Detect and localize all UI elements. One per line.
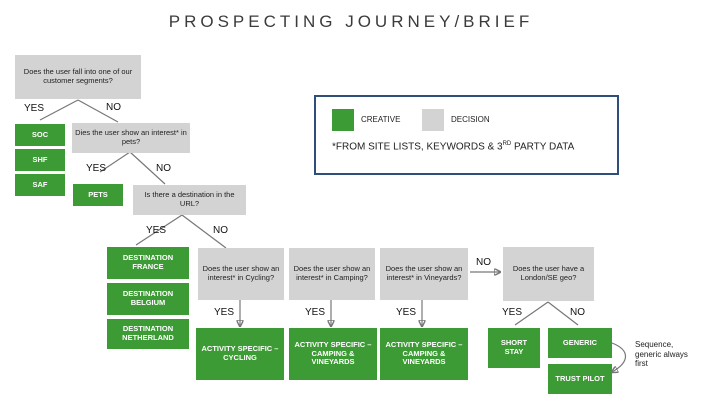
legend-note: *FROM SITE LISTS, KEYWORDS & 3RD PARTY D…: [332, 141, 575, 153]
legend-decision-swatch: [422, 109, 444, 131]
creative-activity-vineyards: ACTIVITY SPECIFIC – CAMPING & VINEYARDS: [380, 328, 468, 380]
label-yes-pets: YES: [86, 163, 107, 174]
connector-london-yes: [514, 301, 549, 326]
label-yes-segments: YES: [24, 103, 45, 114]
creative-shf: SHF: [15, 149, 65, 171]
legend-creative-swatch: [332, 109, 354, 131]
label-yes-camping: YES: [305, 307, 326, 318]
label-no-vineyards: NO: [476, 257, 491, 268]
decision-london: Does the user have a London/SE geo?: [503, 247, 594, 301]
creative-activity-cycling: ACTIVITY SPECIFIC – CYCLING: [196, 328, 284, 380]
creative-destination-belgium: DESTINATION BELGIUM: [107, 283, 189, 315]
connector-sequence: [612, 342, 627, 372]
label-no-segments: NO: [106, 102, 121, 113]
creative-short-stay: SHORT STAY: [488, 328, 540, 368]
legend: CREATIVE DECISION *FROM SITE LISTS, KEYW…: [314, 95, 619, 175]
legend-creative-label: CREATIVE: [361, 115, 401, 124]
label-yes-cycling: YES: [214, 307, 235, 318]
decision-pets: Dies the user show an interest* in pets?: [72, 123, 190, 153]
decision-camping: Does the user show an interest* in Campi…: [289, 248, 375, 300]
connector-pets-no: [129, 151, 166, 185]
label-yes-vineyards: YES: [396, 307, 417, 318]
decision-cycling: Does the user show an interest* in Cycli…: [198, 248, 284, 300]
label-no-london: NO: [570, 307, 585, 318]
connector-pets-yes: [99, 151, 131, 173]
connector-destination-no: [181, 214, 227, 249]
creative-trust-pilot: TRUST PILOT: [548, 364, 612, 394]
creative-saf: SAF: [15, 174, 65, 196]
creative-activity-camping: ACTIVITY SPECIFIC – CAMPING & VINEYARDS: [289, 328, 377, 380]
creative-destination-netherland: DESTINATION NETHERLAND: [107, 319, 189, 349]
connector-london-no: [547, 301, 579, 326]
label-yes-london: YES: [502, 307, 523, 318]
decision-vineyards: Does the user show an interest* in Viney…: [380, 248, 468, 300]
creative-pets: PETS: [73, 184, 123, 206]
label-no-pets: NO: [156, 163, 171, 174]
page-title: PROSPECTING JOURNEY/BRIEF: [168, 12, 534, 31]
label-no-destination: NO: [213, 225, 228, 236]
decision-segments: Does the user fall into one of our custo…: [15, 55, 141, 99]
creative-generic: GENERIC: [548, 328, 612, 358]
label-yes-destination: YES: [146, 225, 167, 236]
connector-segments-no: [77, 99, 119, 123]
creative-soc: SOC: [15, 124, 65, 146]
decision-destination: Is there a destination in the URL?: [133, 185, 246, 215]
sequence-note: Sequence, generic always first: [635, 340, 688, 369]
creative-destination-france: DESTINATION FRANCE: [107, 247, 189, 279]
connector-destination-yes: [135, 214, 183, 246]
legend-decision-label: DECISION: [451, 115, 490, 124]
connector-segments-yes: [39, 99, 79, 121]
